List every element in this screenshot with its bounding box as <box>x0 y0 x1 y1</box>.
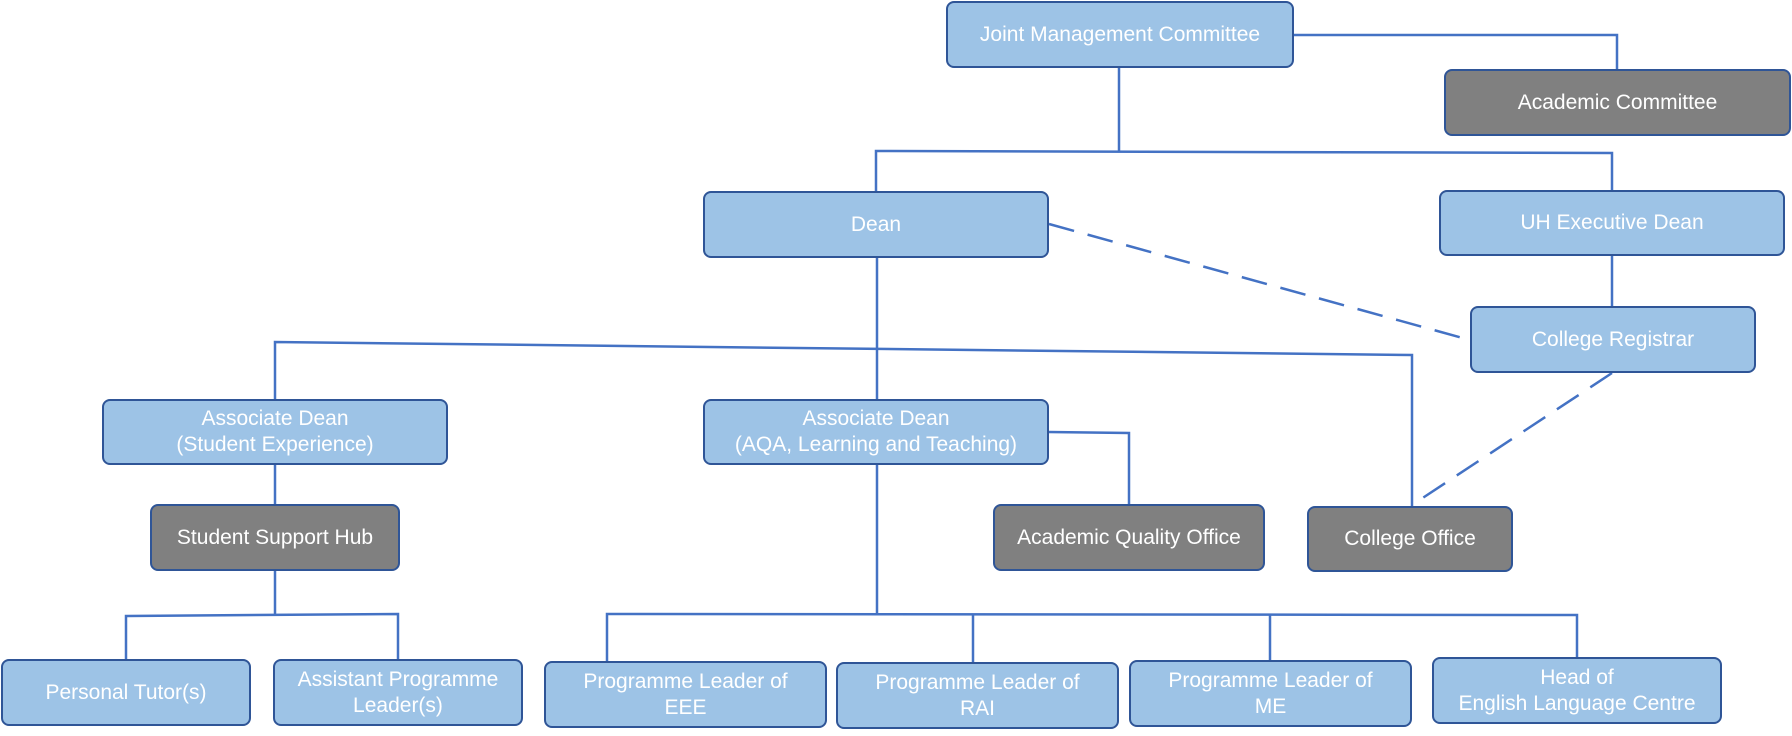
connector-registrar-office-dashed <box>1411 371 1613 507</box>
node-label-line: (AQA, Learning and Teaching) <box>734 433 1018 456</box>
connector-jmc-academic-committee <box>1294 33 1619 69</box>
connector-dean-registrar-dashed <box>1048 222 1471 342</box>
college-office-box: College Office <box>1307 506 1513 572</box>
personal-tutors-box: Personal Tutor(s) <box>1 659 251 726</box>
connector-jmc-bus <box>874 149 1614 191</box>
college-registrar-box: College Registrar <box>1470 306 1756 373</box>
node-label-line: Associate Dean <box>802 407 950 430</box>
associate-dean-student-experience-box: Associate Dean (Student Experience) <box>102 399 448 465</box>
connector-dean-bus <box>273 340 1414 506</box>
node-label-line: College Office <box>1344 527 1476 550</box>
dean-box: Dean <box>703 191 1049 258</box>
associate-dean-aqa-box: Associate Dean (AQA, Learning and Teachin… <box>703 399 1049 465</box>
node-label-line: English Language Centre <box>1458 691 1696 715</box>
node-label-line: College Registrar <box>1531 327 1695 351</box>
node-label-line: RAI <box>959 696 995 720</box>
node-label-line: Head of <box>1540 665 1614 689</box>
academic-quality-office-box: Academic Quality Office <box>993 504 1265 571</box>
node-label-line: ME <box>1254 694 1287 718</box>
node-label-line: Programme Leader of <box>1168 668 1373 692</box>
connector-hub-children <box>124 612 400 659</box>
connector-aqa-children <box>605 612 1579 661</box>
connector-aqa-quality-office <box>1047 430 1131 504</box>
joint-management-committee-box: Joint Management Committee <box>946 1 1294 68</box>
node-label-line: Joint Management Committee <box>979 22 1261 46</box>
uh-executive-dean-box: UH Executive Dean <box>1439 190 1785 256</box>
node-label-line: Programme Leader of <box>583 669 788 693</box>
node-label-line: Associate Dean <box>201 407 349 430</box>
node-label-line: UH Executive Dean <box>1520 211 1704 234</box>
student-support-hub-box: Student Support Hub <box>150 504 400 571</box>
node-label-line: Academic Quality Office <box>1017 525 1241 549</box>
node-label-line: Leader(s) <box>353 693 443 717</box>
node-label-line: Dean <box>850 212 902 236</box>
node-label-line: Student Support Hub <box>176 525 374 549</box>
node-label-line: Programme Leader of <box>875 670 1080 694</box>
node-label-line: Academic Committee <box>1517 90 1718 114</box>
node-label-line: Assistant Programme <box>297 667 499 691</box>
node-label-line: (Student Experience) <box>176 433 374 456</box>
node-label-line: Personal Tutor(s) <box>45 680 207 704</box>
node-label-line: EEE <box>664 695 707 719</box>
academic-committee-box: Academic Committee <box>1444 69 1791 136</box>
